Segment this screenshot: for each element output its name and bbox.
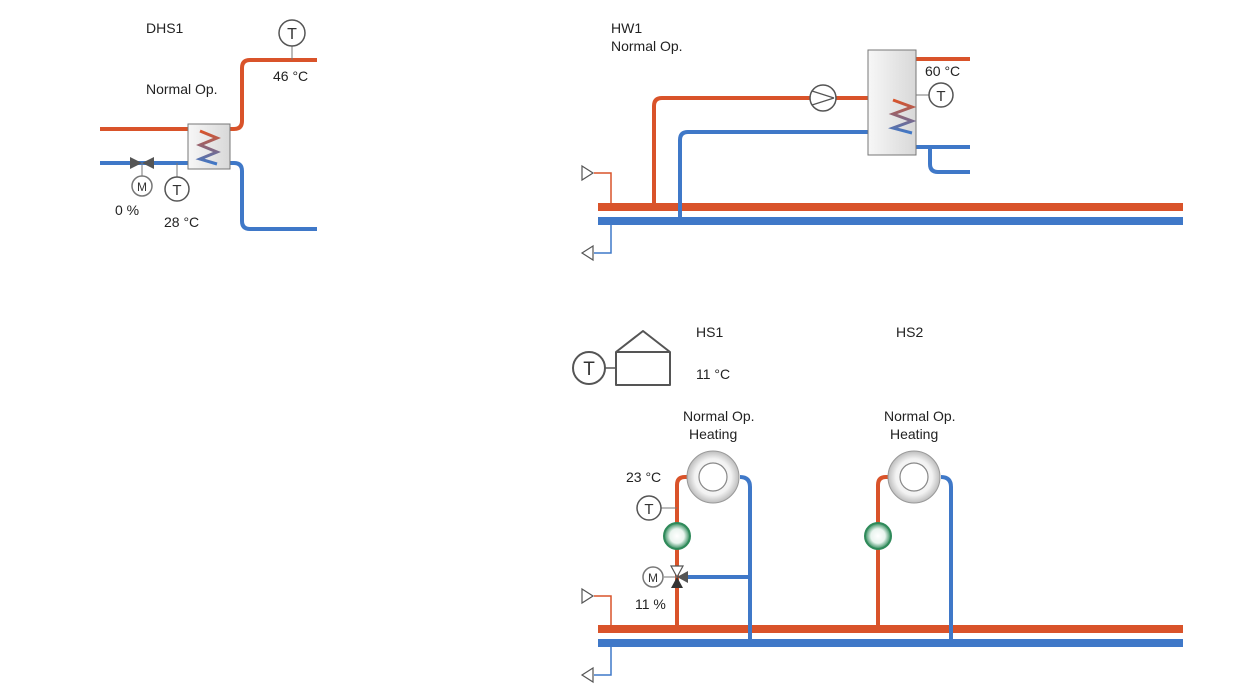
hs2-return-pipe: [940, 475, 953, 639]
hw1-return-outlet-icon: [580, 225, 612, 262]
hs2-title: HS2: [896, 324, 923, 340]
dhs1-title: DHS1: [146, 20, 184, 36]
dhs1-supply-temp: 46 °C: [273, 68, 308, 84]
hw1-group: T HW1 Normal Op. 60 °C: [580, 20, 1183, 262]
outdoor-sensor-icon[interactable]: T: [572, 351, 616, 385]
hw1-tank-sensor-icon[interactable]: T: [916, 82, 954, 108]
hs2-mode: Heating: [890, 426, 938, 442]
dhs1-valve-position: 0 %: [115, 202, 139, 218]
hw1-status: Normal Op.: [611, 38, 683, 54]
hs-return-outlet-icon: [580, 647, 612, 684]
hs1-pump-icon[interactable]: [663, 522, 691, 550]
svg-text:T: T: [936, 88, 945, 105]
hs1-title: HS1: [696, 324, 723, 340]
hs2-radiator-icon[interactable]: [887, 450, 941, 504]
svg-text:M: M: [137, 180, 147, 194]
hs1-return-pipe: [739, 475, 752, 639]
outdoor-group: T 11 °C: [572, 330, 730, 386]
svg-text:T: T: [287, 26, 297, 43]
hs1-radiator-icon[interactable]: [686, 450, 740, 504]
hs1-motor-icon[interactable]: M: [642, 566, 664, 588]
hw1-title: HW1: [611, 20, 642, 36]
hw1-pump-icon[interactable]: [809, 84, 837, 112]
outdoor-temp: 11 °C: [696, 366, 730, 382]
dhs1-return-temp: 28 °C: [164, 214, 199, 230]
hw1-charge-supply-pipe: [652, 96, 870, 203]
svg-text:T: T: [644, 501, 653, 518]
hs2-status: Normal Op.: [884, 408, 956, 424]
dhs1-status: Normal Op.: [146, 81, 218, 97]
hs1-flow-sensor-icon[interactable]: T: [636, 495, 677, 521]
hs1-valve-icon[interactable]: [664, 565, 688, 588]
svg-text:T: T: [583, 359, 595, 380]
hw1-charge-return-pipe: [678, 130, 870, 217]
heating-circuits-group: T M HS1 Normal Op. Heating 23 °C 11 % HS…: [580, 324, 1183, 684]
hw1-hot-water-tank-icon[interactable]: [867, 49, 917, 156]
dhs1-heat-exchanger-icon[interactable]: [187, 123, 231, 170]
hs1-status: Normal Op.: [683, 408, 755, 424]
dhs1-return-pipe: [100, 161, 317, 231]
hs1-supply-pipe: [675, 475, 690, 625]
hw1-tank-temp: 60 °C: [925, 63, 960, 79]
hs2-supply-pipe: [876, 475, 891, 625]
hs1-valve-position: 11 %: [635, 596, 666, 612]
dhs1-group: M T T DHS1 Normal Op. 46 °C 28 °C 0 %: [100, 19, 317, 231]
hs2-pump-icon[interactable]: [864, 522, 892, 550]
svg-text:M: M: [648, 571, 658, 585]
dhs1-return-sensor-icon[interactable]: T: [164, 163, 190, 202]
dhs1-supply-pipe: [100, 58, 317, 131]
dhs1-motor-icon[interactable]: M: [131, 175, 153, 197]
hs1-mode: Heating: [689, 426, 737, 442]
hw1-supply-inlet-icon: [581, 164, 612, 203]
hs1-flow-temp: 23 °C: [626, 469, 661, 485]
dhs1-supply-sensor-icon[interactable]: T: [278, 19, 306, 60]
hs-supply-inlet-icon: [581, 587, 612, 625]
house-icon: [615, 330, 671, 386]
svg-text:T: T: [172, 182, 181, 199]
hw1-tank-cold-inlet: [916, 145, 970, 174]
dhs1-valve-icon[interactable]: [130, 157, 154, 176]
